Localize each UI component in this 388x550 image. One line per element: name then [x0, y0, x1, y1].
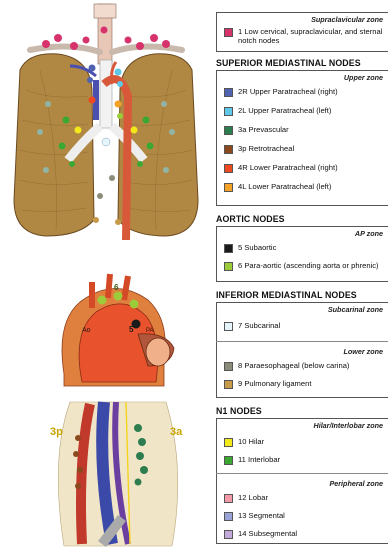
legend-item-10: 10 Hilar [224, 437, 388, 450]
swatch-2l [224, 107, 233, 116]
swatch-13 [224, 512, 233, 521]
node-3p-label: 3p [50, 426, 63, 438]
n1-divider [216, 473, 388, 474]
upper-zone-tag: Upper zone [344, 73, 383, 82]
legend-item-4l-label: 4L Lower Paratracheal (left) [238, 182, 331, 191]
ap-zone-tag: AP zone [355, 229, 383, 238]
legend-item-7: 7 Subcarinal [224, 321, 388, 334]
superior-mediastinal-heading: SUPERIOR MEDIASTINAL NODES [216, 58, 361, 68]
swatch-12 [224, 494, 233, 503]
swatch-5 [224, 244, 233, 253]
swatch-4l [224, 183, 233, 192]
n1-heading: N1 NODES [216, 406, 262, 416]
legend-item-13: 13 Segmental [224, 511, 388, 524]
aortic-heading: AORTIC NODES [216, 214, 285, 224]
swatch-11 [224, 456, 233, 465]
legend-item-4r: 4R Lower Paratracheal (right) [224, 163, 388, 176]
legend-item-1-label: 1 Low cervical, supraclavicular, and ste… [238, 27, 388, 45]
legend-item-6: 6 Para-aortic (ascending aorta or phreni… [224, 261, 388, 281]
lung-lymph-node-map [0, 0, 212, 252]
legend-item-14-label: 14 Subsegmental [238, 529, 297, 538]
legend-item-11: 11 Interlobar [224, 455, 388, 468]
inferior-mediastinal-heading: INFERIOR MEDIASTINAL NODES [216, 290, 357, 300]
lower-zone-tag: Lower zone [343, 347, 383, 356]
node-5-label: 5 [129, 325, 134, 334]
legend-item-8-label: 8 Paraesophageal (below carina) [238, 361, 349, 370]
aortic-box: AP zone 5 Subaortic 6 Para-aortic (ascen… [216, 226, 388, 282]
legend-item-1: 1 Low cervical, supraclavicular, and ste… [224, 27, 388, 49]
legend-item-4l: 4L Lower Paratracheal (left) [224, 182, 388, 195]
legend-item-14: 14 Subsegmental [224, 529, 388, 542]
legend-item-11-label: 11 Interlobar [238, 455, 280, 464]
legend-item-10-label: 10 Hilar [238, 437, 264, 446]
legend-item-5: 5 Subaortic [224, 243, 388, 256]
legend-item-8: 8 Paraesophageal (below carina) [224, 361, 388, 374]
legend-item-2r-label: 2R Upper Paratracheal (right) [238, 87, 338, 96]
legend-item-3p: 3p Retrotracheal [224, 144, 388, 157]
swatch-14 [224, 530, 233, 539]
superior-mediastinal-box: Upper zone 2R Upper Paratracheal (right)… [216, 70, 388, 206]
swatch-1 [224, 28, 233, 37]
legend-item-9-label: 9 Pulmonary ligament [238, 379, 311, 388]
swatch-9 [224, 380, 233, 389]
swatch-7 [224, 322, 233, 331]
aortic-arch-illustration: Ao PA 5 6 [52, 262, 180, 390]
legend-item-12-label: 12 Lobar [238, 493, 268, 502]
swatch-8 [224, 362, 233, 371]
inferior-divider [216, 341, 388, 342]
legend-item-2r: 2R Upper Paratracheal (right) [224, 87, 388, 100]
legend-item-13-label: 13 Segmental [238, 511, 285, 520]
node-6-label: 6 [114, 283, 119, 292]
swatch-10 [224, 438, 233, 447]
swatch-3p [224, 145, 233, 154]
node-3a-label: 3a [170, 426, 182, 438]
legend-item-3a-label: 3a Prevascular [238, 125, 289, 134]
mediastinum-sagittal-illustration [42, 398, 192, 548]
legend-item-2l: 2L Upper Paratracheal (left) [224, 106, 388, 119]
legend-item-7-label: 7 Subcarinal [238, 321, 280, 330]
legend-item-5-label: 5 Subaortic [238, 243, 276, 252]
swatch-4r [224, 164, 233, 173]
swatch-3a [224, 126, 233, 135]
hilar-interlobar-zone-tag: Hilar/Interlobar zone [314, 421, 384, 430]
swatch-6 [224, 262, 233, 271]
subcarinal-zone-tag: Subcarinal zone [328, 305, 383, 314]
peripheral-zone-tag: Peripheral zone [329, 479, 383, 488]
pa-label: PA [146, 328, 154, 334]
ao-label: Ao [82, 327, 91, 334]
supraclavicular-box: Supraclavicular zone 1 Low cervical, sup… [216, 12, 388, 52]
legend-item-4r-label: 4R Lower Paratracheal (right) [238, 163, 338, 172]
legend-item-6-label: 6 Para-aortic (ascending aorta or phreni… [238, 261, 388, 270]
legend-item-3p-label: 3p Retrotracheal [238, 144, 294, 153]
legend-item-12: 12 Lobar [224, 493, 388, 506]
supraclavicular-zone-tag: Supraclavicular zone [311, 15, 383, 24]
legend-item-3a: 3a Prevascular [224, 125, 388, 138]
swatch-2r [224, 88, 233, 97]
lymph-node-legend: Supraclavicular zone 1 Low cervical, sup… [216, 0, 388, 550]
legend-item-2l-label: 2L Upper Paratracheal (left) [238, 106, 331, 115]
legend-item-9: 9 Pulmonary ligament [224, 379, 388, 392]
n1-box: Hilar/Interlobar zone 10 Hilar 11 Interl… [216, 418, 388, 544]
inferior-mediastinal-box: Subcarinal zone 7 Subcarinal Lower zone … [216, 302, 388, 398]
